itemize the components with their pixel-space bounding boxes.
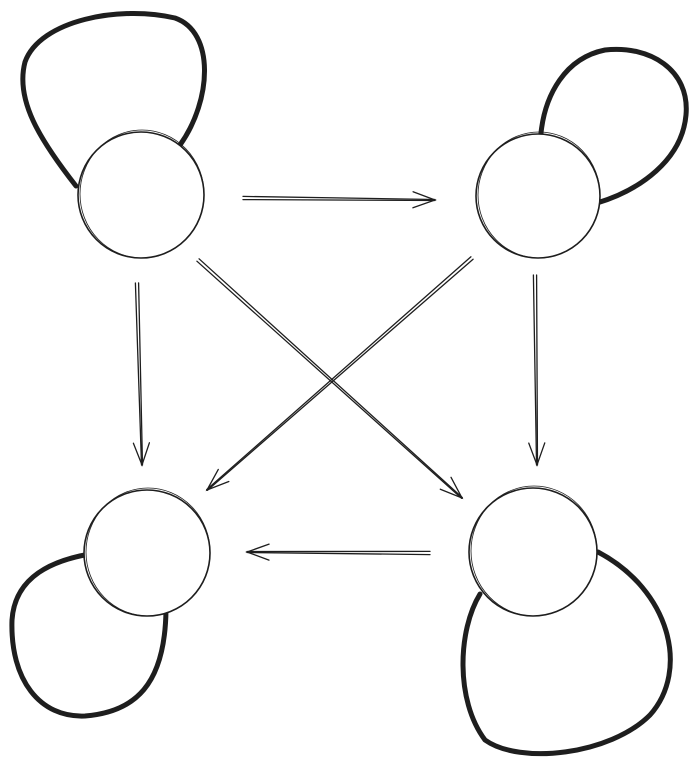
arrowhead <box>439 476 464 500</box>
self-loop-n1 <box>20 10 207 189</box>
node-outline-n3 <box>85 487 211 617</box>
node-outline-n4 <box>470 485 598 617</box>
node-outline-n2 <box>477 131 601 259</box>
edge-n2-to-n3 <box>205 256 474 492</box>
edge-n1-to-n3 <box>132 282 151 467</box>
edge-n1-to-n4 <box>196 258 464 500</box>
node-n3 <box>83 489 211 617</box>
self-loop-n3 <box>9 551 169 719</box>
arrowhead <box>205 468 230 492</box>
arrowhead <box>245 543 270 561</box>
node-n1 <box>77 131 205 259</box>
arrowhead <box>412 191 437 209</box>
self-loop-n4 <box>460 549 673 757</box>
arrowhead <box>132 442 151 467</box>
node-n4 <box>468 487 598 617</box>
edge-n1-to-n2 <box>242 191 437 209</box>
node-n2 <box>475 133 601 259</box>
edge-n4-to-n3 <box>245 543 431 561</box>
arrowhead <box>528 442 546 467</box>
self-loop-n2 <box>538 46 689 206</box>
node-outline-n1 <box>79 129 205 259</box>
edge-n2-to-n4 <box>528 274 546 467</box>
